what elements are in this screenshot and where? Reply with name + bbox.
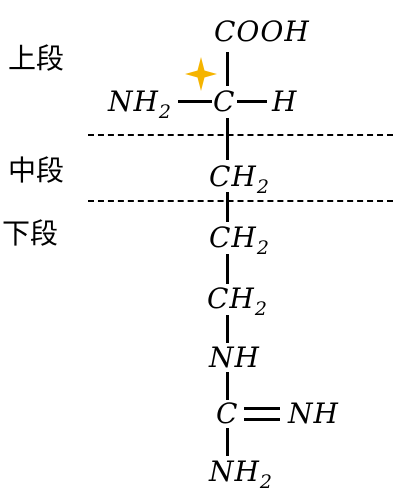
bond-guanidino-terminal-amino	[226, 428, 229, 456]
zone-label-upper: 上段	[8, 42, 65, 75]
ch2-group-3: CH2	[207, 282, 268, 319]
ch2-3-base: CH	[207, 282, 255, 315]
zone-label-lower: 下段	[2, 217, 59, 250]
bond-ch2-1-ch2-2	[226, 192, 229, 222]
bond-nh-guanidino-carbon	[226, 372, 229, 400]
amino-group-left: NH2	[108, 85, 172, 122]
alpha-carbon: C	[213, 85, 236, 118]
guanidino-carbon: C	[216, 397, 239, 430]
star-shape	[185, 57, 217, 91]
ch2-group-1: CH2	[209, 160, 270, 197]
double-bond-lower	[244, 418, 280, 421]
terminal-amino-subscript: 2	[259, 471, 274, 493]
imine-group: NH	[288, 397, 339, 430]
terminal-amino-base: NH	[209, 455, 260, 488]
amino-left-base: NH	[108, 85, 159, 118]
double-bond-upper	[244, 407, 280, 410]
bond-ch2-2-ch2-3	[226, 254, 229, 284]
ch2-3-subscript: 2	[254, 298, 268, 320]
four-point-star-icon	[185, 57, 217, 91]
ch2-1-base: CH	[209, 160, 257, 193]
ch2-1-subscript: 2	[256, 176, 270, 198]
divider-upper-middle	[88, 134, 393, 136]
bond-alpha-carboxyl	[226, 52, 229, 86]
ch2-2-subscript: 2	[256, 237, 270, 259]
zone-label-middle: 中段	[8, 154, 65, 187]
bond-alpha-ch2-1	[226, 118, 229, 160]
ch2-group-2: CH2	[209, 221, 270, 258]
bond-ch2-3-nh	[226, 315, 229, 343]
bond-alpha-hydrogen	[237, 100, 267, 103]
ch2-2-base: CH	[209, 221, 257, 254]
amino-left-subscript: 2	[158, 101, 173, 123]
hydrogen-atom: H	[272, 85, 298, 118]
carboxyl-group: COOH	[214, 15, 310, 48]
bond-amino-alpha	[178, 100, 212, 103]
terminal-amino-group: NH2	[209, 455, 273, 492]
nh-group: NH	[209, 341, 260, 374]
divider-middle-lower	[88, 200, 393, 202]
